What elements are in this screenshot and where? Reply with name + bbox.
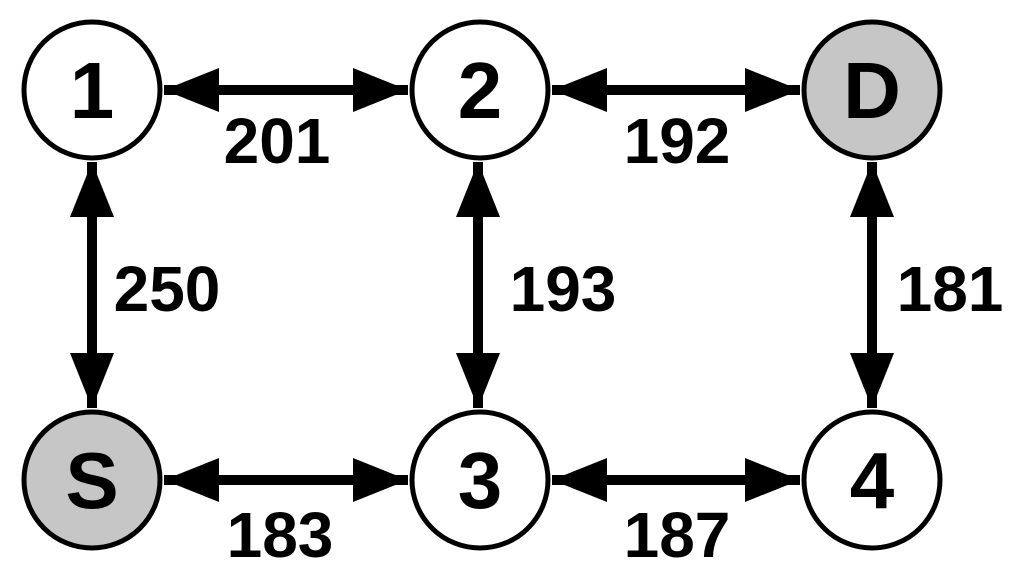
edge-weight-3-4: 187 (624, 499, 731, 571)
node-label-group: 1 2 D S 3 4 (65, 46, 901, 525)
node-D-circle (801, 19, 943, 161)
node-1-label: 1 (70, 46, 115, 135)
node-group (21, 19, 943, 551)
node-2-label: 2 (458, 46, 503, 135)
node-S-circle (21, 409, 163, 551)
edge-group (70, 68, 894, 502)
edge-weight-group: 201 192 250 193 181 183 187 (114, 105, 1004, 571)
edge-weight-2-3: 193 (510, 253, 617, 325)
node-1-circle (21, 19, 163, 161)
edge-weight-D-4: 181 (897, 253, 1004, 325)
edge-weight-1-2: 201 (224, 105, 331, 177)
node-D-label: D (843, 46, 901, 135)
node-3-label: 3 (458, 436, 503, 525)
node-3-circle (409, 409, 551, 551)
node-4-label: 4 (850, 436, 895, 525)
node-2-circle (409, 19, 551, 161)
edge-weight-S-3: 183 (227, 499, 334, 571)
edge-weight-1-S: 250 (114, 253, 221, 325)
edge-weight-2-D: 192 (624, 105, 731, 177)
node-4-circle (801, 409, 943, 551)
node-S-label: S (65, 436, 118, 525)
